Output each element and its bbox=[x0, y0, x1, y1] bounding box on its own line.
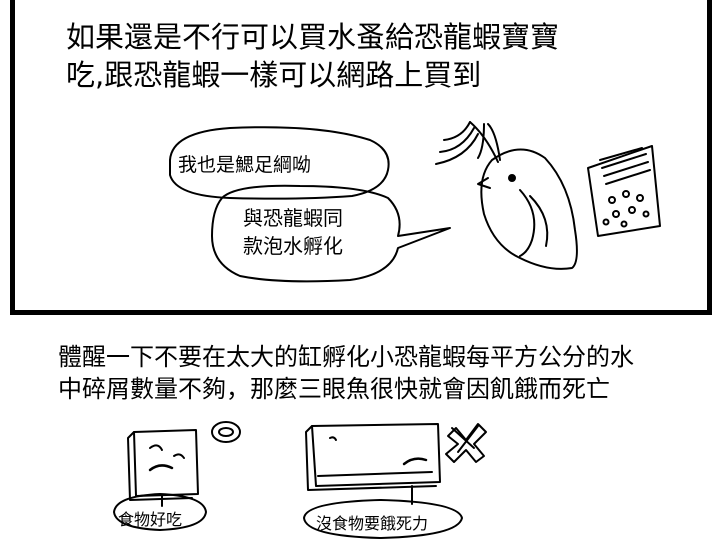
speech-bubble-text-1: 我也是鰓足綱呦 bbox=[178, 154, 312, 176]
small-tank bbox=[133, 429, 199, 497]
bad-label-text: 沒食物要餓死力 bbox=[316, 514, 429, 533]
bad-label-bubble bbox=[303, 499, 463, 539]
caption-line-1: 如果還是不行可以買水蚤給恐龍蝦寶寶 bbox=[66, 20, 560, 54]
egg-packet bbox=[587, 145, 661, 237]
speech-bubble-text-2a: 與恐龍蝦同 bbox=[243, 206, 343, 230]
wrong-mark-icon bbox=[451, 425, 479, 453]
speech-bubble-large bbox=[211, 184, 451, 283]
caption-line-2: 吃,跟恐龍蝦一樣可以網路上買到 bbox=[66, 58, 482, 92]
correct-mark-icon bbox=[211, 421, 241, 443]
good-label-text: 食物好吃 bbox=[118, 510, 183, 529]
water-flea-body bbox=[480, 148, 578, 270]
good-label-bubble bbox=[113, 493, 207, 531]
large-tank bbox=[311, 423, 441, 487]
comic-panel-frame bbox=[10, 0, 712, 315]
speech-bubble-text-2b: 款泡水孵化 bbox=[243, 234, 343, 258]
speech-bubble-small bbox=[169, 126, 390, 200]
note-line-2: 中碎屑數量不夠，那麼三眼魚很快就會因飢餓而死亡 bbox=[58, 375, 610, 403]
note-line-1: 體醒一下不要在太大的缸孵化小恐龍蝦每平方公分的水 bbox=[58, 343, 634, 371]
